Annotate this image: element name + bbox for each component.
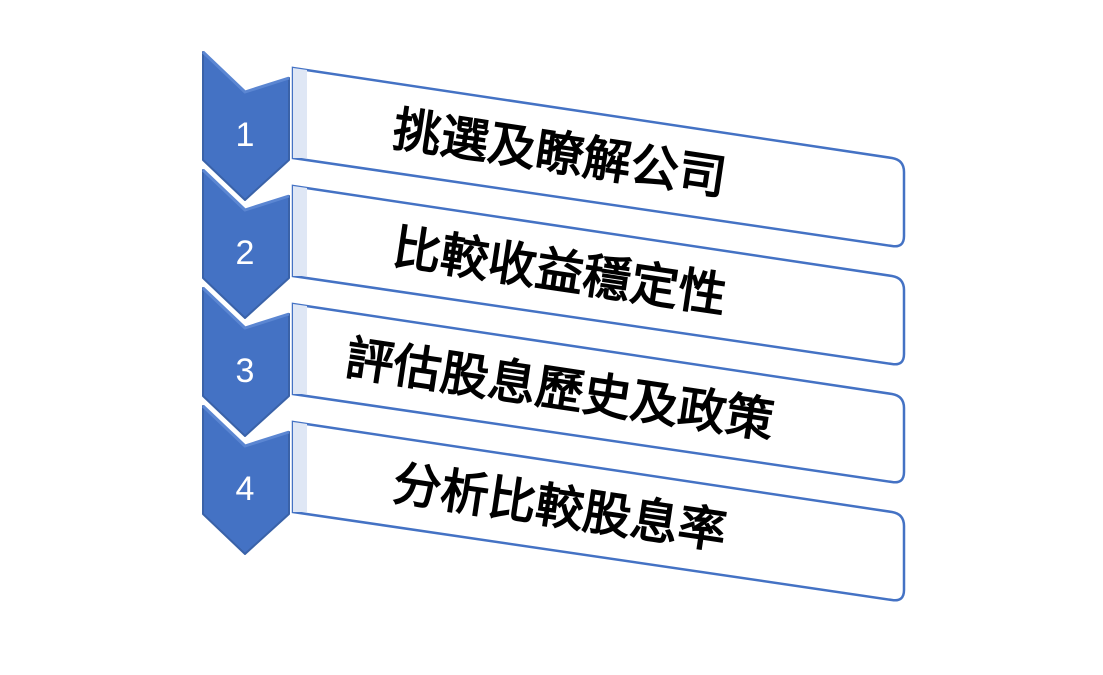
chevron-rim [201, 168, 290, 212]
step-chevron: 4 [201, 404, 290, 555]
chevron-rim [201, 286, 290, 330]
step-chevron: 1 [201, 50, 290, 201]
step-number: 2 [236, 234, 255, 272]
chevron-rim [201, 404, 290, 448]
step-number: 4 [236, 470, 255, 508]
step-number: 1 [236, 116, 255, 154]
step-chevrons: 1 2 3 4 [201, 50, 290, 555]
step-chevron: 2 [201, 168, 290, 319]
chevron-rim [201, 50, 290, 94]
step-box [291, 184, 906, 366]
step-box-accent [293, 422, 307, 512]
step-box-accent [293, 186, 307, 276]
step-box [291, 66, 906, 248]
step-number: 3 [236, 352, 255, 390]
step-box-accent [293, 304, 307, 394]
step-box [291, 420, 906, 602]
step-box-accent [293, 68, 307, 158]
step-chevron: 3 [201, 286, 290, 437]
step-box [291, 302, 906, 484]
